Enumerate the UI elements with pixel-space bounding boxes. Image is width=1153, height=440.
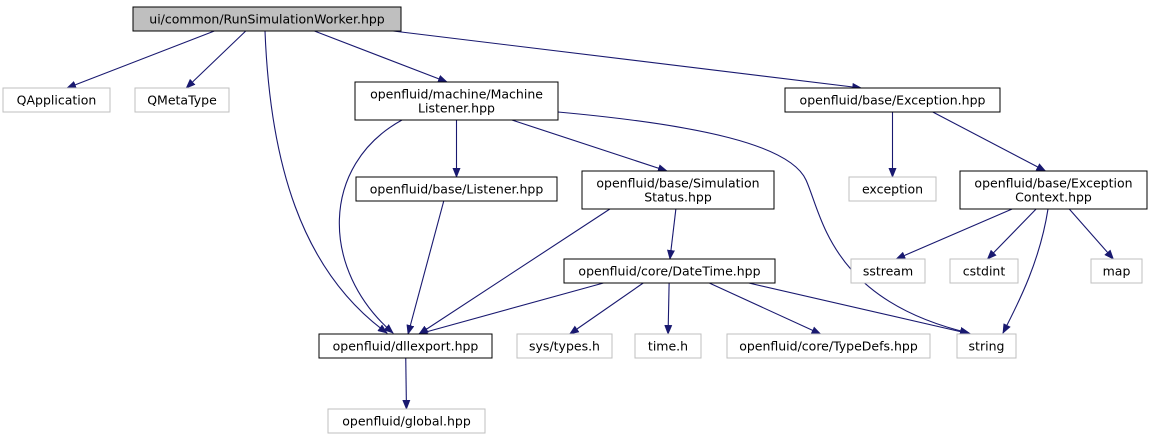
edge-root-to-qmetatype [185,30,247,89]
node-label-qmetatype: QMetaType [147,93,217,108]
node-sstream: sstream [850,258,926,284]
node-label-systypes: sys/types.h [529,339,600,354]
node-box-root [132,6,402,32]
node-box-machinelistener [354,81,559,121]
node-map: map [1090,258,1143,284]
node-systypes: sys/types.h [516,333,613,359]
node-label-simulationstatus-line1: openfluid/base/Simulation [596,176,759,191]
node-label-machinelistener-line1: openfluid/machine/Machine [370,87,543,102]
edge-simulationstatus-to-dllexport [418,208,611,335]
node-qapplication: QApplication [2,87,111,113]
edge-dllexport-to-global [402,357,411,410]
node-box-exception_hpp [784,87,1001,113]
node-box-cstdint [949,258,1019,284]
node-box-listener [355,176,558,202]
edge-root-to-exception_hpp [392,30,863,91]
node-box-exceptioncontext [959,170,1148,210]
edge-machinelistener-to-dllexport [338,119,403,334]
node-label-machinelistener-line2: Listener.hpp [418,101,495,116]
node-label-dllexport: openfluid/dllexport.hpp [333,339,479,354]
edge-root-to-qapplication [66,30,215,89]
edge-root-to-dllexport [264,30,388,334]
node-box-qapplication [2,87,111,113]
edge-exceptioncontext-to-string [1002,208,1049,334]
node-box-dllexport [318,333,493,359]
node-box-global [327,408,486,434]
edge-listener-to-dllexport [406,200,445,335]
edge-exceptioncontext-to-map [1068,208,1115,260]
node-typedefs: openfluid/core/TypeDefs.hpp [726,333,931,359]
node-box-string [956,333,1017,359]
node-label-datetime: openfluid/core/DateTime.hpp [578,264,760,279]
node-label-timeh: time.h [648,339,688,354]
node-label-typedefs: openfluid/core/TypeDefs.hpp [739,339,918,354]
node-dllexport[interactable]: openfluid/dllexport.hpp [318,333,493,359]
edge-machinelistener-to-string [557,111,970,335]
node-datetime[interactable]: openfluid/core/DateTime.hpp [563,258,776,284]
node-root[interactable]: ui/common/RunSimulationWorker.hpp [132,6,402,32]
node-box-sstream [850,258,926,284]
node-qmetatype: QMetaType [134,87,230,113]
node-timeh: time.h [634,333,702,359]
node-label-root: ui/common/RunSimulationWorker.hpp [149,12,385,27]
node-box-simulationstatus [581,170,775,210]
edge-exception_hpp-to-exceptioncontext [932,111,1047,172]
node-label-simulationstatus-line2: Status.hpp [644,190,712,205]
node-box-systypes [516,333,613,359]
node-label-exception_hpp: openfluid/base/Exception.hpp [800,93,986,108]
node-listener[interactable]: openfluid/base/Listener.hpp [355,176,558,202]
edge-datetime-to-timeh [664,282,673,335]
node-label-listener: openfluid/base/Listener.hpp [370,182,544,197]
node-label-qapplication: QApplication [17,93,97,108]
node-cstdint: cstdint [949,258,1019,284]
node-box-typedefs [726,333,931,359]
node-label-exceptioncontext-line1: openfluid/base/Exception [974,176,1132,191]
node-exception_hpp[interactable]: openfluid/base/Exception.hpp [784,87,1001,113]
edge-exceptioncontext-to-sstream [895,208,1013,260]
node-string: string [956,333,1017,359]
node-label-cstdint: cstdint [963,264,1006,279]
node-label-exception_std: exception [862,182,923,197]
edge-simulationstatus-to-datetime [667,208,677,260]
edge-exceptioncontext-to-cstdint [986,208,1037,260]
edge-datetime-to-systypes [568,282,644,335]
node-label-map: map [1103,264,1131,279]
edges-layer [66,30,1115,410]
node-label-exceptioncontext-line2: Context.hpp [1015,190,1092,205]
edge-machinelistener-to-simulationstatus [511,119,668,172]
node-exception_std: exception [848,176,937,202]
edge-datetime-to-dllexport [417,282,604,336]
node-box-timeh [634,333,702,359]
nodes-layer: ui/common/RunSimulationWorker.hppQApplic… [2,6,1148,434]
node-label-string: string [969,339,1005,354]
node-label-sstream: sstream [863,264,913,279]
node-box-exception_std [848,176,937,202]
node-label-global: openfluid/global.hpp [342,414,471,429]
node-box-qmetatype [134,87,230,113]
node-global: openfluid/global.hpp [327,408,486,434]
node-box-map [1090,258,1143,284]
node-box-datetime [563,258,776,284]
edge-root-to-machinelistener [314,30,448,83]
edge-datetime-to-typedefs [709,282,822,335]
edge-datetime-to-string [748,282,972,336]
